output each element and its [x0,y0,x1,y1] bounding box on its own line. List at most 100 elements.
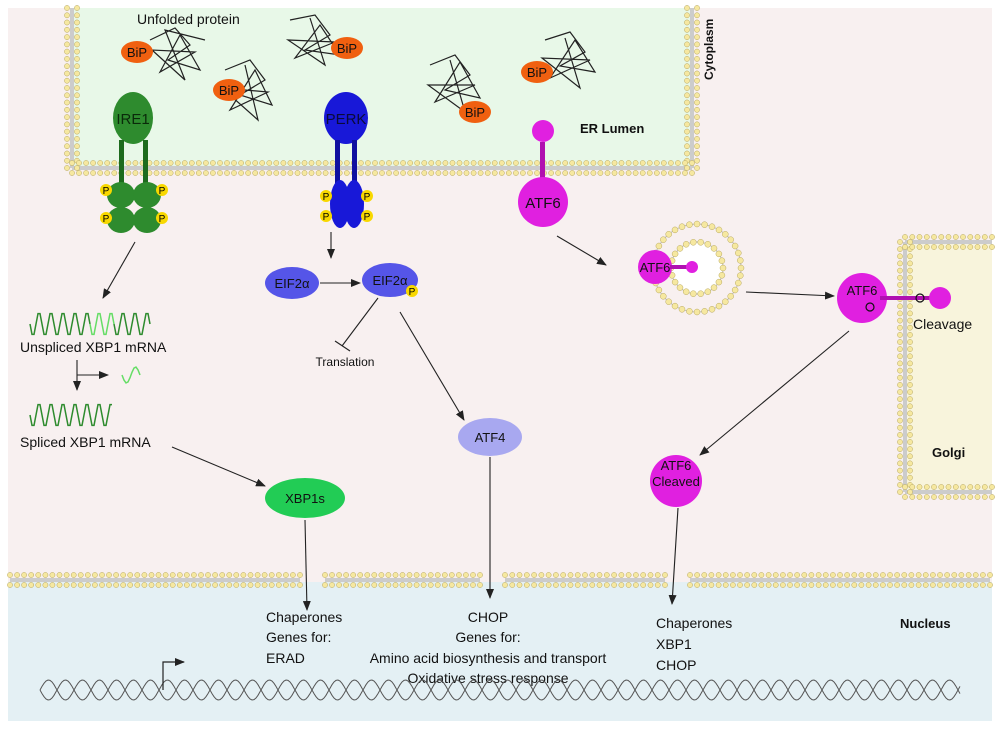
lipid-head [908,582,915,588]
vesicle-lipid-head [678,223,686,230]
lipid-head [441,582,448,588]
nucleus-region [8,582,992,721]
lipid-head [684,63,690,70]
lipid-head [597,160,604,166]
lipid-head [502,572,508,578]
lipid-head [646,170,653,176]
svg-text:P: P [159,214,166,225]
lipid-head [523,582,530,588]
lipid-head [523,572,530,578]
lipid-head [74,150,80,157]
lipid-head [84,572,91,578]
lipid-head [74,63,80,70]
lipid-head [233,572,240,578]
lipid-head [894,572,900,578]
lipid-head [952,234,959,240]
lipid-head [684,106,690,113]
lipid-head [952,484,959,490]
lipid-head [701,582,708,588]
lipid-head [64,34,70,40]
unspliced-xbp1-label: Unspliced XBP1 mRNA [20,339,167,355]
lipid-head [909,494,916,500]
lipid-head [365,170,371,176]
lipid-head [945,244,952,250]
lipid-head [162,572,169,578]
vesicle-lipid-head [731,286,739,294]
lipid-head [414,160,421,166]
lipid-head [92,572,98,578]
lipid-head [77,582,84,588]
vesicle-lipid-head [678,306,686,313]
lipid-head [684,41,690,48]
lipid-head [74,19,80,26]
lipid-head [449,170,456,176]
lipid-head [765,582,772,588]
lipid-head [273,160,280,166]
lipid-head [938,234,945,240]
lipid-head [897,467,903,474]
arrow-golgi-to-cleaved [699,330,850,456]
lipid-head [684,48,690,55]
lipid-head [233,582,240,588]
lipid-head [538,572,545,578]
vesicle-lipid-head [715,226,723,234]
lipid-head [633,582,639,588]
lipid-head [923,244,930,250]
lipid-head [694,56,700,62]
svg-text:P: P [364,212,371,223]
lipid-head [897,382,903,388]
lipid-head [505,160,512,166]
lipid-head [64,63,70,70]
lipid-head [413,582,420,588]
lipid-head [427,582,434,588]
lipid-head [907,274,913,281]
lipid-head [916,244,923,250]
lipid-head [822,572,829,578]
lipid-head [715,582,722,588]
lipid-head [907,303,913,310]
lipid-head [897,253,903,260]
lipid-head [944,572,950,578]
lipid-head [765,572,772,578]
er-lumen-label: ER Lumen [580,121,644,136]
lipid-head [290,582,296,588]
lipid-head [907,332,913,338]
lipid-head [63,582,70,588]
arrow-ire1-to-mrna [102,241,136,299]
lipid-head [907,260,913,267]
lipid-head [684,77,690,84]
lipid-head [684,34,690,40]
unfolded-proteins [149,14,597,122]
lipid-head [980,582,986,588]
lipid-head [83,170,89,176]
lipid-head [694,136,700,142]
svg-text:Chaperones: Chaperones [266,609,342,625]
lipid-head [399,582,406,588]
lipid-head [308,160,315,166]
lipid-head [684,26,690,33]
lipid-head [322,160,329,166]
lipid-head [576,160,583,166]
lipid-head [195,170,202,176]
atf6-vesicle: ATF6 [638,250,698,284]
lipid-head [329,572,335,578]
lipid-head [169,572,176,578]
svg-text:PERK: PERK [326,111,367,128]
lipid-head [420,582,427,588]
lipid-head [907,317,913,324]
lipid-head [400,170,406,176]
lipid-head [74,128,80,135]
lipid-head [780,582,786,588]
vesicle-lipid-head [737,257,744,264]
lipid-head [407,160,414,166]
lipid-head [916,484,923,490]
lipid-head [689,160,695,166]
arrow-to-xbp1s [171,446,266,487]
lipid-head [907,239,913,245]
lipid-head [266,160,273,166]
lipid-head [275,582,282,588]
lipid-head [113,582,119,588]
lipid-head [219,572,226,578]
lipid-head [952,244,959,250]
lipid-head [275,572,282,578]
